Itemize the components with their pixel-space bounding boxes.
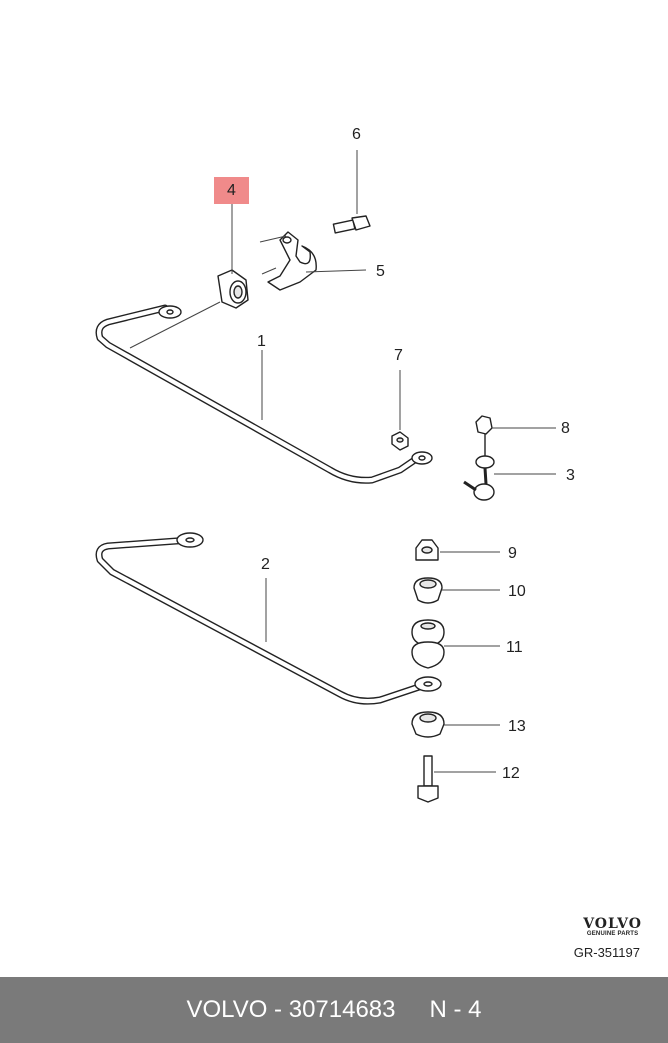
callout-13: 13 (508, 718, 526, 735)
footer-part-number: VOLVO - 30714683 (186, 996, 396, 1023)
brand-block: VOLVO GENUINE PARTS (583, 916, 642, 937)
callout-11: 11 (506, 639, 523, 656)
callout-2: 2 (261, 556, 270, 573)
nut-part-9 (415, 539, 439, 561)
bolt-part (332, 215, 371, 234)
callout-8: 8 (561, 420, 570, 437)
footer-bar: VOLVO - 30714683 N - 4 (0, 977, 668, 1043)
callout-10: 10 (508, 583, 526, 600)
callout-5: 5 (376, 263, 385, 280)
rubber-bushing-part-11 (411, 619, 445, 669)
callout-1: 1 (257, 333, 266, 350)
nut-part-7 (391, 431, 409, 451)
stabilizer-bar-rear (95, 532, 442, 705)
brand-subtitle: GENUINE PARTS (586, 931, 639, 937)
link-rod-part (463, 434, 495, 501)
callout-3: 3 (566, 467, 575, 484)
stabilizer-bar-front (95, 304, 433, 484)
diagram-reference: GR-351197 (573, 945, 640, 960)
callout-9: 9 (508, 545, 517, 562)
callout-12: 12 (502, 765, 520, 782)
clamp-bracket-part (267, 231, 317, 291)
leader-lines (129, 150, 556, 773)
volvo-logo: VOLVO (583, 916, 642, 932)
bushing-part (217, 269, 249, 309)
footer-position: N - 4 (429, 996, 482, 1023)
nut-part-8 (475, 415, 493, 435)
callout-7: 7 (394, 347, 403, 364)
washer-cup-part-10 (413, 577, 443, 604)
bolt-part-12 (417, 755, 439, 803)
callout-6: 6 (352, 126, 361, 143)
washer-cup-part-13 (411, 711, 445, 738)
callout-4-highlighted: 4 (227, 182, 236, 199)
highlight-box (214, 177, 249, 204)
parts-diagram: 1 2 3 5 6 7 8 9 10 11 13 12 (95, 126, 575, 803)
